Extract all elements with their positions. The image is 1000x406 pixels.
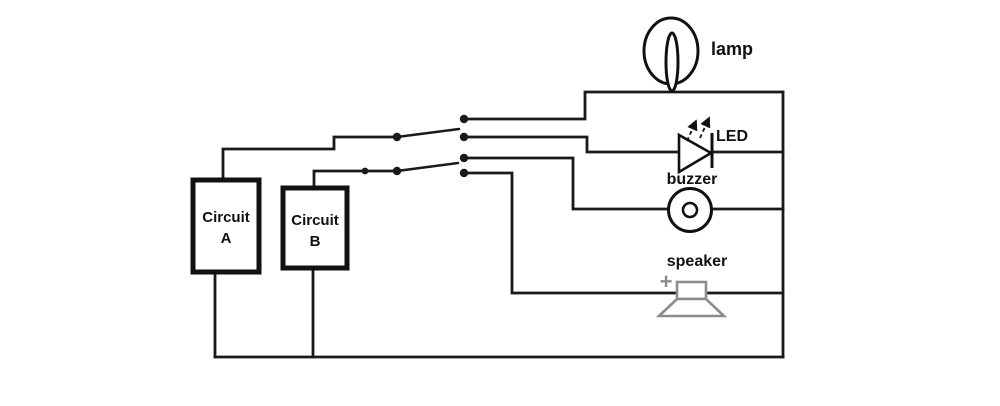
led-emission-arrow-1: [686, 119, 698, 142]
speaker-cone-trapezoid: [655, 297, 728, 318]
circuit-b-outline: [280, 185, 350, 271]
wire-throw2-to-led: [462, 135, 681, 154]
wire-circuit-b-to-switch: [312, 169, 399, 190]
switch-b-throw1-contact: [459, 153, 469, 163]
led-symbol: LED: [677, 116, 748, 175]
switch-a-throw1-contact: [459, 114, 469, 124]
speaker-label: speaker: [667, 253, 728, 270]
wire-circuit-a-to-switch: [221, 135, 399, 182]
switch-a-lever: [395, 127, 461, 139]
wire-throw2-to-speaker: [462, 171, 679, 295]
circuit-a-label-line1: Circuit: [202, 209, 250, 226]
led-emission-arrow-2: [699, 116, 711, 139]
circuit-b-box: Circuit B: [280, 185, 350, 271]
lamp-symbol: lamp: [642, 16, 753, 93]
lamp-label: lamp: [711, 39, 753, 59]
circuit-b-label-line1: Circuit: [291, 212, 339, 229]
circuit-a-box: Circuit A: [190, 177, 262, 275]
switch-b-throw2-contact: [459, 168, 469, 178]
speaker-polarity-plus: +: [660, 269, 673, 294]
wire-network: [213, 90, 785, 359]
circuit-b-label-line2: B: [310, 233, 321, 250]
led-label: LED: [716, 128, 748, 145]
lamp-filament: [664, 31, 680, 93]
buzzer-label: buzzer: [667, 171, 718, 188]
buzzer-inner-circle: [681, 201, 699, 219]
switch-b-pole-contact: [392, 166, 402, 176]
speaker-driver-rect: [675, 280, 708, 301]
switch-a-throw2-contact: [459, 132, 469, 142]
wire-junction-dot: [361, 167, 369, 175]
speaker-symbol: speaker +: [655, 253, 728, 318]
buzzer-symbol: buzzer: [667, 171, 718, 233]
speaker-outline: [655, 280, 728, 318]
switch-b-lever: [395, 161, 460, 173]
circuit-a-outline: [190, 177, 262, 275]
wire-throw1-to-lamp: [462, 90, 785, 121]
circuit-a-label-line2: A: [221, 230, 232, 247]
switch-contacts: [361, 114, 469, 178]
led-triangle: [677, 132, 714, 175]
switch-a-pole-contact: [392, 132, 402, 142]
switch-levers: [395, 127, 461, 173]
wire-throw1-to-buzzer: [462, 156, 670, 211]
